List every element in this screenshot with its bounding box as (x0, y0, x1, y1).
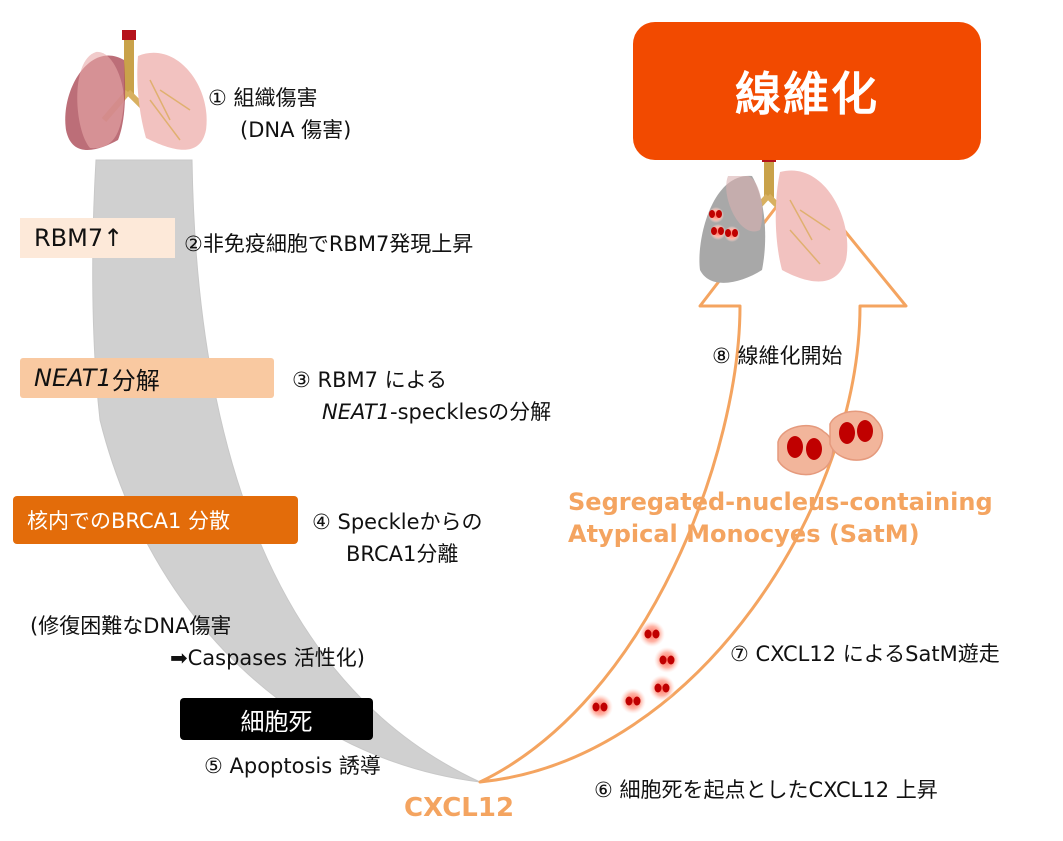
step1-title: ① 組織傷害 (208, 86, 318, 110)
note-line1: (修復困難なDNA傷害 (30, 614, 232, 638)
brca1-dispersion-box: 核内でのBRCA1 分散 (13, 496, 298, 544)
rising-arrow-outline (478, 174, 908, 784)
step4-line1: ④ Speckleからの (312, 510, 483, 534)
satm-label-line1: Segregated-nucleus-containing (568, 488, 993, 516)
satm-cell-large-2 (829, 410, 884, 461)
healthy-lungs-icon (65, 30, 207, 150)
satm-cell-large-1 (777, 424, 834, 476)
step2-text: ②非免疫細胞でRBM7発現上昇 (184, 232, 474, 256)
satm-label-line2: Atypical Monocyes (SatM) (568, 520, 920, 548)
cxcl12-label: CXCL12 (404, 793, 515, 823)
step6-text: ⑥ 細胞死を起点としたCXCL12 上昇 (594, 778, 938, 802)
step5-text: ⑤ Apoptosis 誘導 (204, 754, 381, 778)
satm-cell-small-5 (587, 694, 613, 720)
cell-death-box: 細胞死 (180, 698, 373, 740)
step4-line2: BRCA1分離 (346, 542, 459, 566)
neat1-box-italic: NEAT1 (34, 364, 112, 392)
step8-text: ⑧ 線維化開始 (712, 344, 843, 368)
step7-text: ⑦ CXCL12 によるSatM遊走 (730, 642, 1000, 666)
satm-cell-small-2 (654, 647, 680, 673)
satm-cell-small-1 (639, 621, 665, 647)
step1-subtitle: (DNA 傷害) (240, 118, 352, 142)
neat1-degradation-box: NEAT1 分解 (20, 358, 274, 398)
fibrosis-title-box: 線維化 (633, 22, 981, 160)
step3-line2-rest: -specklesの分解 (390, 400, 552, 424)
step3-line2: NEAT1-specklesの分解 (322, 398, 551, 426)
step3-line1: ③ RBM7 による (292, 368, 448, 392)
descending-gray-band (92, 159, 481, 783)
rbm7-box: RBM7↑ (20, 218, 175, 258)
satm-cell-small-4 (620, 688, 646, 714)
note-line2: ➡Caspases 活性化) (170, 646, 365, 670)
satm-cell-small-3 (649, 675, 675, 701)
neat1-box-rest: 分解 (111, 366, 160, 395)
step3-neat1-italic: NEAT1 (322, 400, 391, 424)
